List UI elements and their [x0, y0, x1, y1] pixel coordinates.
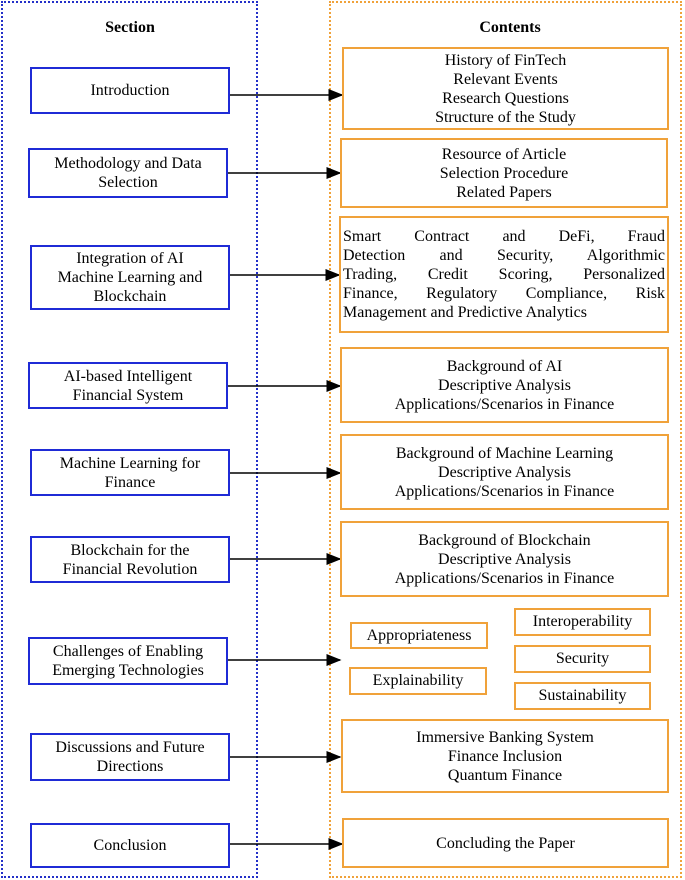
chip-explainability: Explainability	[349, 667, 487, 695]
content-introduction: History of FinTech Relevant Events Resea…	[342, 47, 669, 130]
section-integration: Integration of AI Machine Learning and B…	[30, 245, 230, 310]
content-blockchain: Background of Blockchain Descriptive Ana…	[340, 521, 669, 597]
section-ai-system: AI-based Intelligent Financial System	[28, 362, 228, 409]
content-ai-system: Background of AI Descriptive Analysis Ap…	[340, 347, 669, 423]
content-line: Management and Predictive Analytics	[343, 304, 587, 321]
section-label: Blockchain for the Financial Revolution	[62, 541, 198, 578]
section-label: Discussions and Future Directions	[55, 739, 205, 775]
content-line: Quantum Finance	[447, 766, 563, 784]
contents-panel	[329, 1, 682, 878]
section-label: Methodology and Data Selection	[54, 155, 202, 191]
section-header: Section	[105, 19, 155, 36]
content-line: Research Questions	[442, 89, 569, 107]
content-ml-finance: Background of Machine Learning Descripti…	[340, 434, 669, 510]
content-line: Applications/Scenarios in Finance	[394, 569, 615, 587]
section-introduction: Introduction	[30, 67, 230, 114]
section-blockchain: Blockchain for the Financial Revolution	[30, 536, 230, 583]
content-line: Descriptive Analysis	[438, 376, 571, 394]
content-methodology: Resource of Article Selection Procedure …	[340, 138, 668, 208]
content-line: Resource of Article	[441, 145, 567, 163]
content-line: Background of Machine Learning	[395, 444, 614, 462]
content-line: Structure of the Study	[435, 108, 576, 126]
content-line: Relevant Events	[453, 70, 558, 88]
content-conclusion: Concluding the Paper	[342, 818, 669, 868]
content-line: Selection Procedure	[439, 164, 569, 182]
chip-security: Security	[514, 645, 651, 673]
content-line: Immersive Banking System	[416, 728, 594, 746]
content-line: Background of Blockchain	[418, 531, 591, 549]
section-methodology: Methodology and Data Selection	[28, 148, 228, 198]
chip-sustainability: Sustainability	[514, 682, 651, 710]
section-label: Conclusion	[93, 837, 167, 854]
section-label: Introduction	[90, 82, 170, 99]
content-line: Detection and Security, Algorithmic	[343, 247, 665, 264]
contents-header: Contents	[479, 19, 541, 36]
content-line: Related Papers	[456, 183, 552, 201]
section-label: AI-based Intelligent Financial System	[63, 367, 193, 404]
content-line: Descriptive Analysis	[438, 463, 571, 481]
content-line: Applications/Scenarios in Finance	[394, 395, 615, 413]
section-discussions: Discussions and Future Directions	[30, 733, 230, 781]
section-conclusion: Conclusion	[30, 823, 230, 868]
chip-appropriateness: Appropriateness	[350, 622, 488, 649]
content-line: Finance, Regulatory Compliance, Risk	[343, 285, 665, 302]
section-challenges: Challenges of Enabling Emerging Technolo…	[28, 637, 228, 685]
content-integration: Smart Contract and DeFi, Fraud Detection…	[339, 216, 669, 333]
content-line: Finance Inclusion	[447, 747, 563, 765]
content-line: Background of AI	[446, 357, 563, 375]
section-panel	[1, 1, 258, 878]
content-line: History of FinTech	[444, 51, 567, 69]
chip-interoperability: Interoperability	[514, 608, 651, 636]
content-line: Applications/Scenarios in Finance	[394, 482, 615, 500]
content-line: Concluding the Paper	[436, 834, 575, 852]
content-line: Trading, Credit Scoring, Personalized	[343, 266, 665, 283]
section-ml-finance: Machine Learning for Finance	[30, 449, 230, 496]
section-label: Challenges of Enabling Emerging Technolo…	[52, 643, 204, 679]
section-label: Integration of AI Machine Learning and B…	[57, 250, 203, 305]
content-line: Smart Contract and DeFi, Fraud	[343, 228, 665, 245]
section-label: Machine Learning for Finance	[59, 454, 201, 491]
content-line: Descriptive Analysis	[438, 550, 571, 568]
content-discussions: Immersive Banking System Finance Inclusi…	[341, 719, 669, 793]
